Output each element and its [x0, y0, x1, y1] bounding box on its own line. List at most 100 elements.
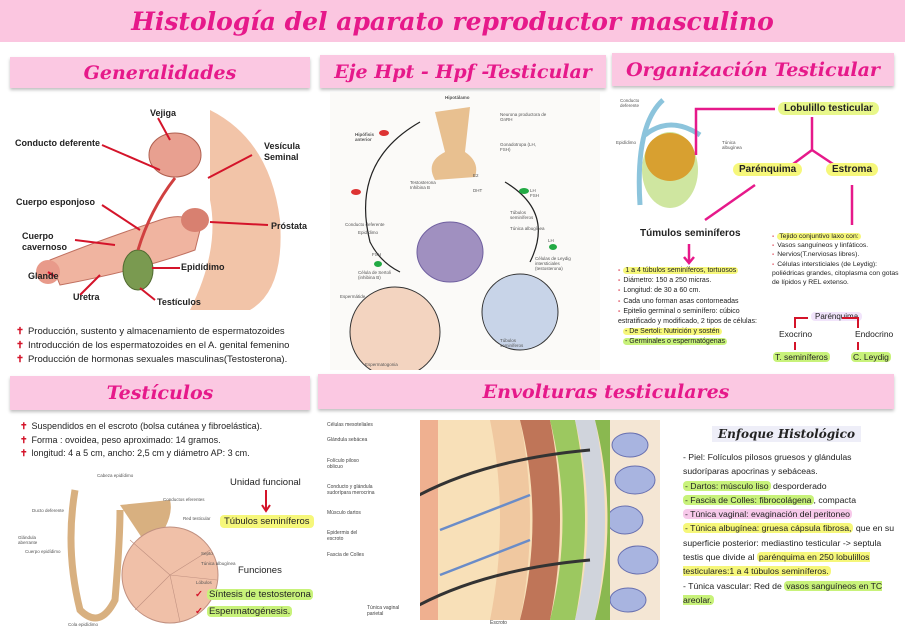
- list-item: ✓Síntesis de testosterona: [195, 589, 313, 600]
- list-item: ✝Suspendidos en el escroto (bolsa cutáne…: [20, 421, 263, 431]
- list-item: ✝longitud: 4 a 5 cm, ancho: 2,5 cm y diá…: [20, 448, 250, 458]
- estroma-list: -Tejido conjuntivo laxo con: -Vasos sang…: [772, 232, 902, 287]
- label: LH FSH: [530, 188, 539, 198]
- tubulos-title: Túmulos seminíferos: [640, 228, 741, 239]
- label: Espermátide: [340, 294, 366, 299]
- bladder-shape: [148, 132, 202, 178]
- label: Hipófisis anterior: [355, 132, 375, 142]
- enfoque-item: - Túnica albugínea: gruesa cápsula fibro…: [680, 521, 895, 578]
- label-vejiga: Vejiga: [150, 108, 177, 118]
- label-prostata: Próstata: [271, 221, 308, 231]
- label: Ducto deferente: [32, 508, 65, 513]
- section-header-envolturas: Envolturas testiculares: [318, 374, 894, 409]
- label: Conductos eferentes: [163, 497, 205, 502]
- label: Epidermis del escroto: [327, 530, 358, 542]
- list-item: -Vasos sanguíneos y linfáticos.: [772, 242, 869, 250]
- label: Túnica vaginal parietal: [367, 605, 400, 617]
- testis-shape: [416, 221, 484, 283]
- lobulillo-testicular-node: Lobulillo testicular: [778, 102, 879, 115]
- label: Cabeza epidídimo: [97, 473, 134, 478]
- section-header-organizacion: Organización Testicular: [612, 53, 894, 86]
- label-cuerpo-cavernoso: Cuerpo cavernoso: [22, 231, 68, 252]
- pituitary-shape: [431, 107, 477, 180]
- list-item: -Células intersticiales (de Leydig): pol…: [772, 260, 899, 287]
- enfoque-text: - Piel: Folículos pilosos gruesos y glán…: [683, 452, 852, 477]
- tubules-figure: [610, 420, 660, 620]
- stimulate-icon: [549, 244, 557, 250]
- enfoque-item: - Túnica vaginal: evaginación del perito…: [680, 507, 895, 521]
- feedback-arrow: [364, 121, 421, 273]
- enfoque-text: desporderado: [770, 480, 827, 491]
- enfoque-text: - Dartos: músculo liso: [683, 480, 771, 491]
- vas-deferens-shape: [136, 177, 177, 251]
- label: Escroto: [490, 620, 507, 626]
- endocrino-label: Endocrino: [855, 329, 894, 339]
- label: Fascia de Colles: [327, 552, 364, 558]
- male-reproductive-anatomy-figure: [36, 110, 281, 310]
- testis-shape: [122, 249, 154, 291]
- unidad-funcional-label: Unidad funcional: [230, 477, 301, 488]
- list-item: -Longitud: de 30 a 60 cm.: [618, 287, 701, 295]
- check-icon: ✓: [195, 606, 203, 617]
- label: Túnica albugínea: [510, 226, 545, 231]
- enfoque-title: Enfoque Histológico: [712, 426, 861, 442]
- exocrino-label: Exocrino: [779, 329, 813, 339]
- enfoque-item: - Fascia de Colles: fibrocolágena, compa…: [680, 493, 895, 507]
- list-item: -Diámetro: 150 a 250 micras.: [618, 277, 712, 285]
- label-epididimo: Epidídimo: [181, 262, 225, 272]
- estroma-node: Estroma: [826, 163, 879, 176]
- label: Células de Leydig intersticiales (testos…: [535, 256, 571, 271]
- label: FSH: [372, 252, 381, 257]
- inhibit-icon: [351, 189, 361, 195]
- leydig-zoom-circle: [481, 273, 559, 351]
- label: Túnica albugínea: [722, 140, 742, 150]
- label: Conducto y glándula sudorípara merocrina: [327, 484, 375, 496]
- label: DHT: [473, 188, 483, 193]
- cross-icon: ✝: [16, 354, 24, 365]
- parenquima-node: Parénquima: [733, 163, 803, 176]
- cross-icon: ✝: [16, 326, 24, 337]
- c-leydig-label: C. Leydig: [851, 352, 891, 362]
- list-item: ✝Introducción de los espermatozoides en …: [16, 340, 290, 351]
- label-conducto-deferente: Conducto deferente: [15, 138, 101, 148]
- enfoque-item: - Dartos: músculo liso desporderado: [680, 479, 895, 493]
- label: Hipotálamo: [445, 95, 470, 100]
- label: Túbulos seminíferos: [510, 210, 534, 220]
- label: Cola epidídimo: [68, 622, 99, 627]
- list-item: -Cada uno forman asas contorneadas: [618, 297, 739, 305]
- label: Glándula aberrante: [18, 535, 38, 545]
- label: Conducto deferente: [620, 98, 640, 108]
- t-seminiferos-label: T. seminíferos: [773, 352, 830, 362]
- enfoque-text: , compacta: [813, 494, 857, 505]
- enfoque-item: - Túnica vascular: Red de vasos sanguíne…: [680, 579, 895, 608]
- testis-epididymis-figure: [67, 489, 219, 624]
- stimulate-icon: [374, 261, 382, 267]
- inhibit-icon: [379, 130, 389, 136]
- section-header-testiculos: Testículos: [10, 376, 310, 410]
- enfoque-list: - Piel: Folículos pilosos gruesos y glán…: [680, 450, 895, 607]
- label: Células mesoteliales: [327, 422, 373, 428]
- label: Espermatogonia: [365, 362, 398, 367]
- parenquima-subtitle: Parénquima: [811, 312, 863, 321]
- label: Testosterona Inhibina B: [410, 180, 436, 190]
- page-title: Histología del aparato reproductor mascu…: [0, 0, 905, 42]
- arrow-down-icon: [683, 244, 695, 265]
- sertoli-zoom-circle: [349, 286, 441, 370]
- label: Septo: [201, 551, 213, 556]
- label: Lóbulos: [196, 580, 212, 585]
- scrotal-layers-figure: [420, 420, 630, 620]
- testiculos-bullets: ✝Suspendidos en el escroto (bolsa cutáne…: [20, 420, 320, 461]
- label: Conducto deferente: [345, 222, 385, 227]
- label: Gonadotropa (LH, FSH): [500, 142, 537, 152]
- prostate-shape: [181, 208, 209, 232]
- label: E2: [473, 173, 479, 178]
- enfoque-text: que en su superficie posterior: mediasti…: [683, 523, 895, 563]
- parenquima-arrows: [794, 317, 859, 350]
- label: Folículo piloso oblicuo: [327, 458, 359, 470]
- funciones-list: ✓Síntesis de testosterona ✓Espermatogéne…: [195, 586, 313, 620]
- enfoque-text: - Fascia de Colles: fibrocolágena: [683, 494, 814, 505]
- section-header-generalidades: Generalidades: [10, 57, 310, 88]
- arrow-down-icon: [261, 490, 271, 513]
- label: Red testicular: [183, 516, 211, 521]
- label-testiculos: Testículos: [157, 297, 201, 307]
